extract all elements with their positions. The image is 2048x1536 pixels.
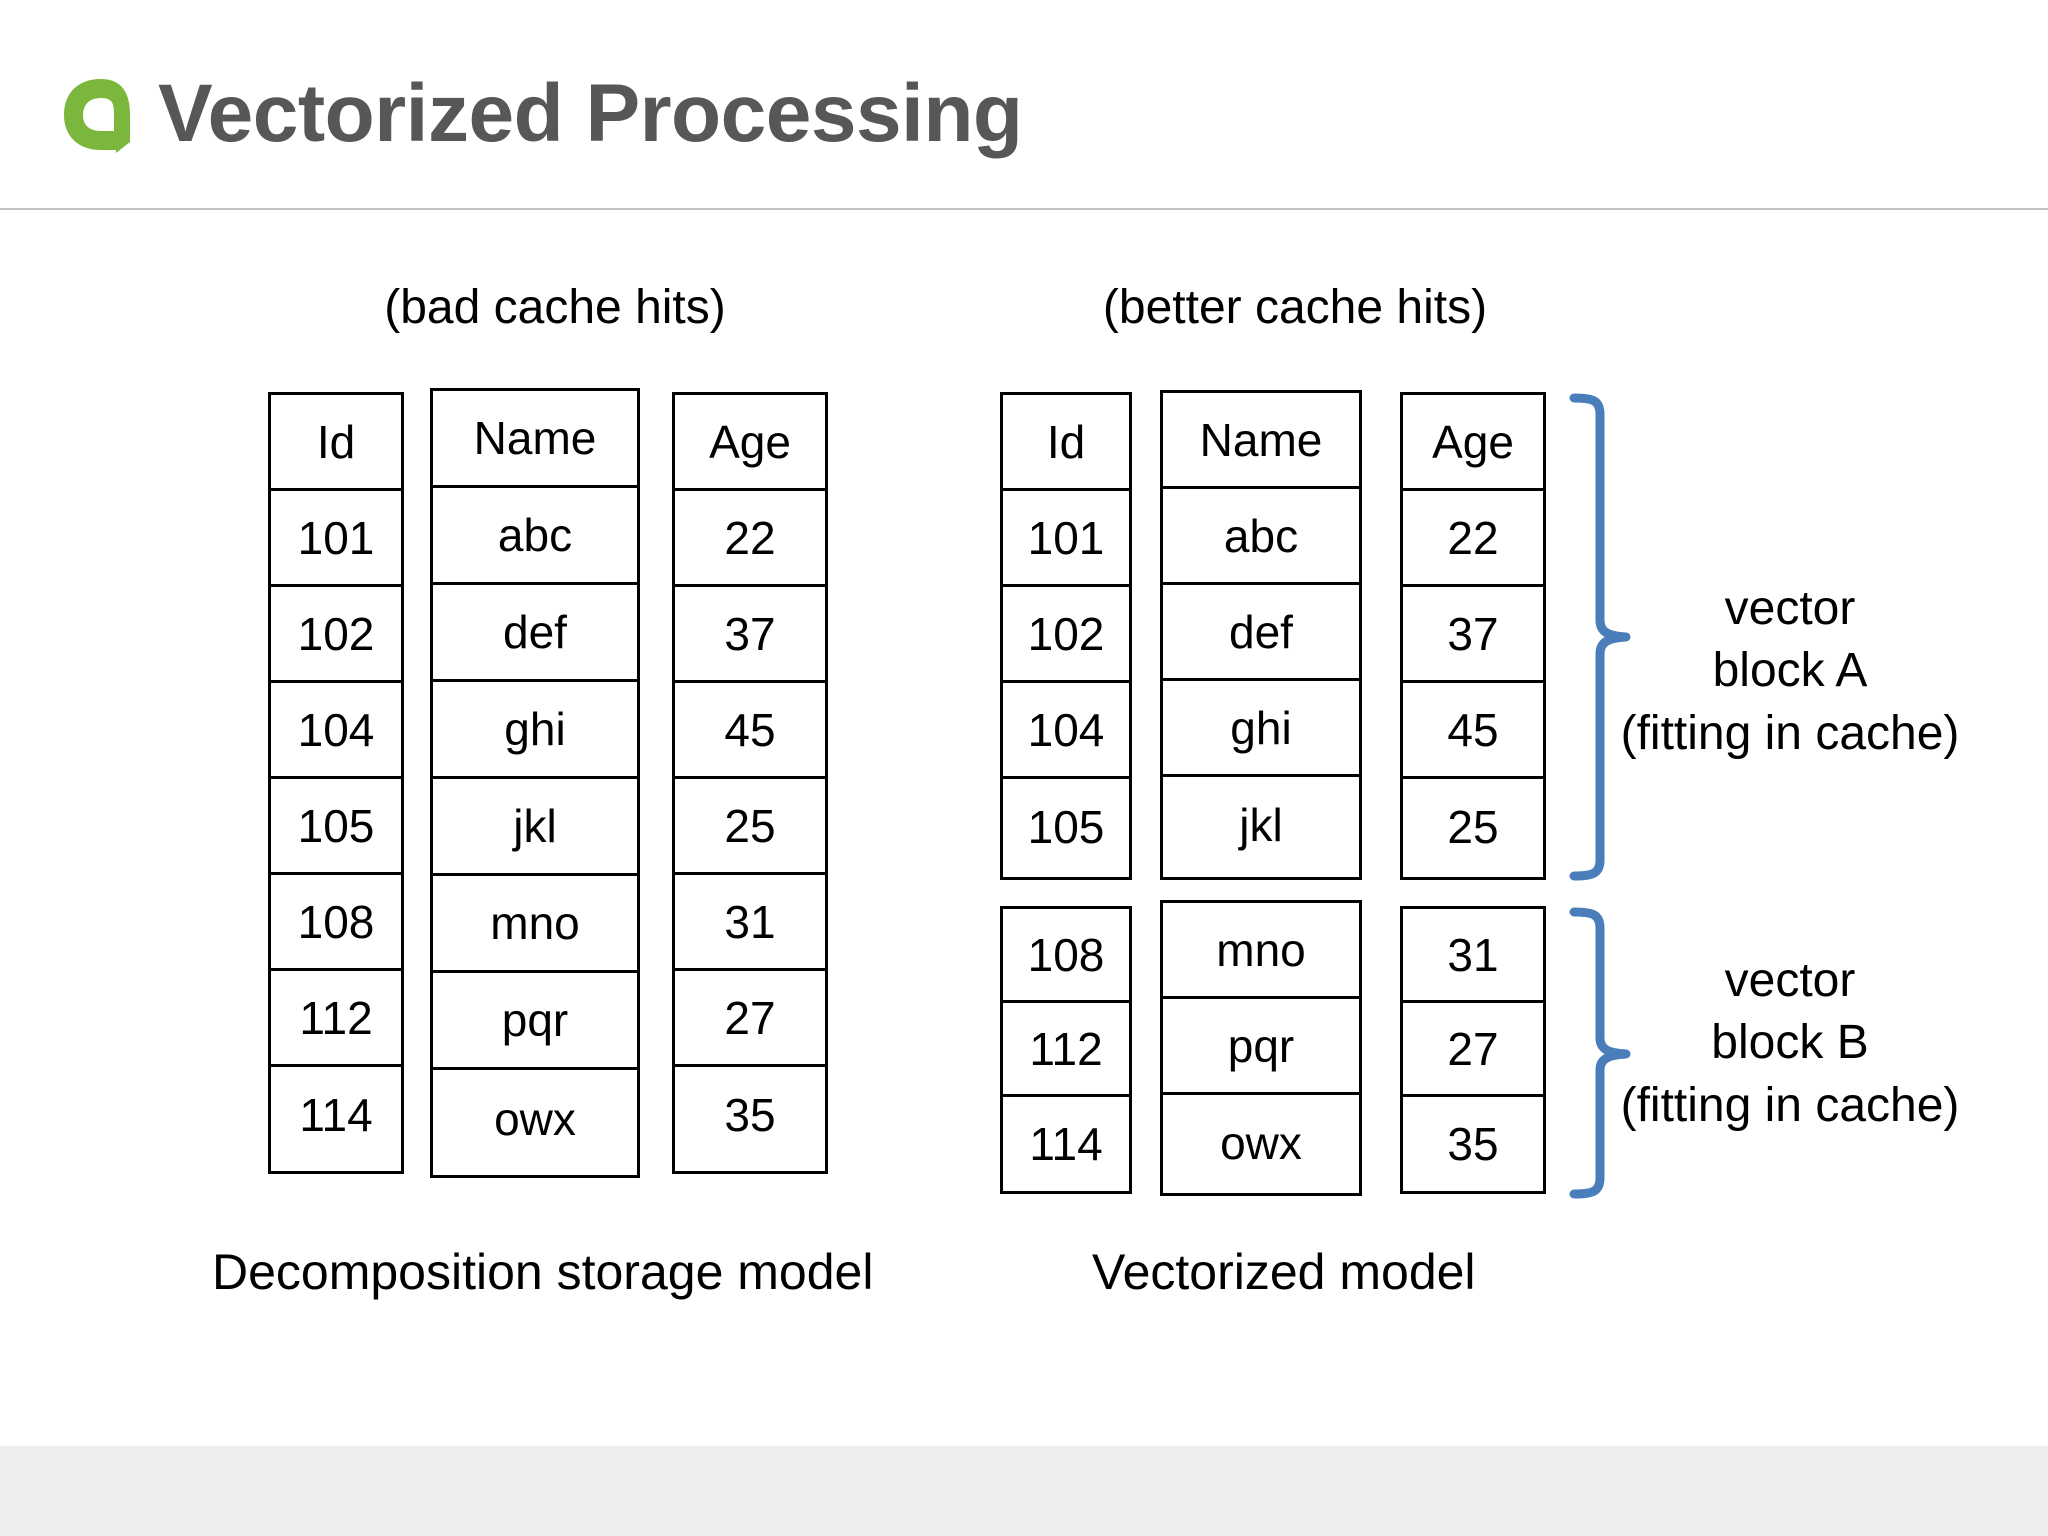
table-cell: 101: [1003, 491, 1129, 587]
column-header-cell: Id: [1003, 395, 1129, 491]
right-blockB-column-name: mno pqr owx: [1160, 900, 1362, 1196]
left-column-name: Name abc def ghi jkl mno pqr owx: [430, 388, 640, 1178]
table-cell: 35: [1447, 1118, 1499, 1170]
table-cell: 37: [1403, 587, 1543, 683]
table-cell: 105: [271, 779, 401, 875]
table-cell: jkl: [1239, 799, 1283, 851]
table-cell: 102: [1003, 587, 1129, 683]
block-a-label-line-1: vector: [1724, 582, 1856, 635]
right-blockB-column-id: 108 112 114: [1000, 906, 1132, 1194]
right-model-caption: Vectorized model: [1092, 1244, 1476, 1300]
table-cell: def: [1163, 585, 1359, 681]
table-cell: owx: [1220, 1117, 1302, 1169]
column-header-cell: Id: [271, 395, 401, 491]
table-cell: mno: [433, 876, 637, 973]
slide-header: Vectorized Processing: [0, 0, 2048, 210]
vector-block-b-bracket: [1569, 906, 1640, 1200]
table-cell: 35: [724, 1089, 776, 1141]
table-cell: pqr: [1163, 999, 1359, 1095]
table-cell: owx: [494, 1092, 576, 1145]
table-cell: 112: [1003, 1003, 1129, 1097]
table-cell: 25: [1447, 801, 1499, 853]
table-cell: abc: [433, 488, 637, 585]
block-a-label-line-3: (fitting in cache): [1620, 706, 1960, 760]
table-cell: 25: [675, 779, 825, 875]
column-header-cell: Name: [1163, 393, 1359, 489]
left-column-id: Id 101 102 104 105 108 112 114: [268, 392, 404, 1174]
left-cache-caption: (bad cache hits): [384, 281, 726, 334]
right-blockB-column-age: 31 27 35: [1400, 906, 1546, 1194]
table-cell: 114: [299, 1089, 373, 1141]
table-cell: 108: [271, 875, 401, 971]
table-cell: 104: [271, 683, 401, 779]
vector-block-a-bracket: [1569, 392, 1640, 882]
right-cache-caption: (better cache hits): [1102, 281, 1488, 334]
block-b-label-line-1: vector: [1724, 954, 1856, 1007]
table-cell: 102: [271, 587, 401, 683]
left-model-caption: Decomposition storage model: [212, 1244, 874, 1300]
table-cell: 37: [675, 587, 825, 683]
speech-bubble-logo-icon: [58, 74, 144, 158]
block-a-label-line-2: block A: [1712, 644, 1868, 698]
block-b-label-line-3: (fitting in cache): [1620, 1078, 1960, 1132]
table-cell: 27: [675, 971, 825, 1067]
table-cell: 45: [1403, 683, 1543, 779]
vector-block-a-label: vector block A (fitting in cache): [1580, 578, 2000, 765]
column-header-cell: Age: [1403, 395, 1543, 491]
page-title: Vectorized Processing: [158, 68, 1023, 159]
block-b-label-line-2: block B: [1711, 1016, 1869, 1070]
column-header-cell: Name: [433, 391, 637, 488]
right-blockA-column-id: Id 101 102 104 105: [1000, 392, 1132, 880]
footer-bar: [0, 1446, 2048, 1536]
table-cell: mno: [1163, 903, 1359, 999]
table-cell: 22: [675, 491, 825, 587]
table-cell: 31: [1403, 909, 1543, 1003]
table-cell: 27: [1403, 1003, 1543, 1097]
table-cell: abc: [1163, 489, 1359, 585]
right-blockA-column-name: Name abc def ghi jkl: [1160, 390, 1362, 880]
table-cell: 45: [675, 683, 825, 779]
column-header-cell: Age: [675, 395, 825, 491]
table-cell: 101: [271, 491, 401, 587]
left-column-age: Age 22 37 45 25 31 27 35: [672, 392, 828, 1174]
table-cell: 22: [1403, 491, 1543, 587]
table-cell: jkl: [433, 779, 637, 876]
table-cell: 112: [271, 971, 401, 1067]
table-cell: ghi: [433, 682, 637, 779]
table-cell: 105: [1027, 801, 1105, 853]
table-cell: 108: [1003, 909, 1129, 1003]
table-cell: 114: [1029, 1118, 1103, 1170]
table-cell: def: [433, 585, 637, 682]
table-cell: pqr: [433, 973, 637, 1070]
right-blockA-column-age: Age 22 37 45 25: [1400, 392, 1546, 880]
table-cell: 104: [1003, 683, 1129, 779]
table-cell: ghi: [1163, 681, 1359, 777]
vector-block-b-label: vector block B (fitting in cache): [1580, 950, 2000, 1137]
header-divider: [0, 208, 2048, 210]
table-cell: 31: [675, 875, 825, 971]
